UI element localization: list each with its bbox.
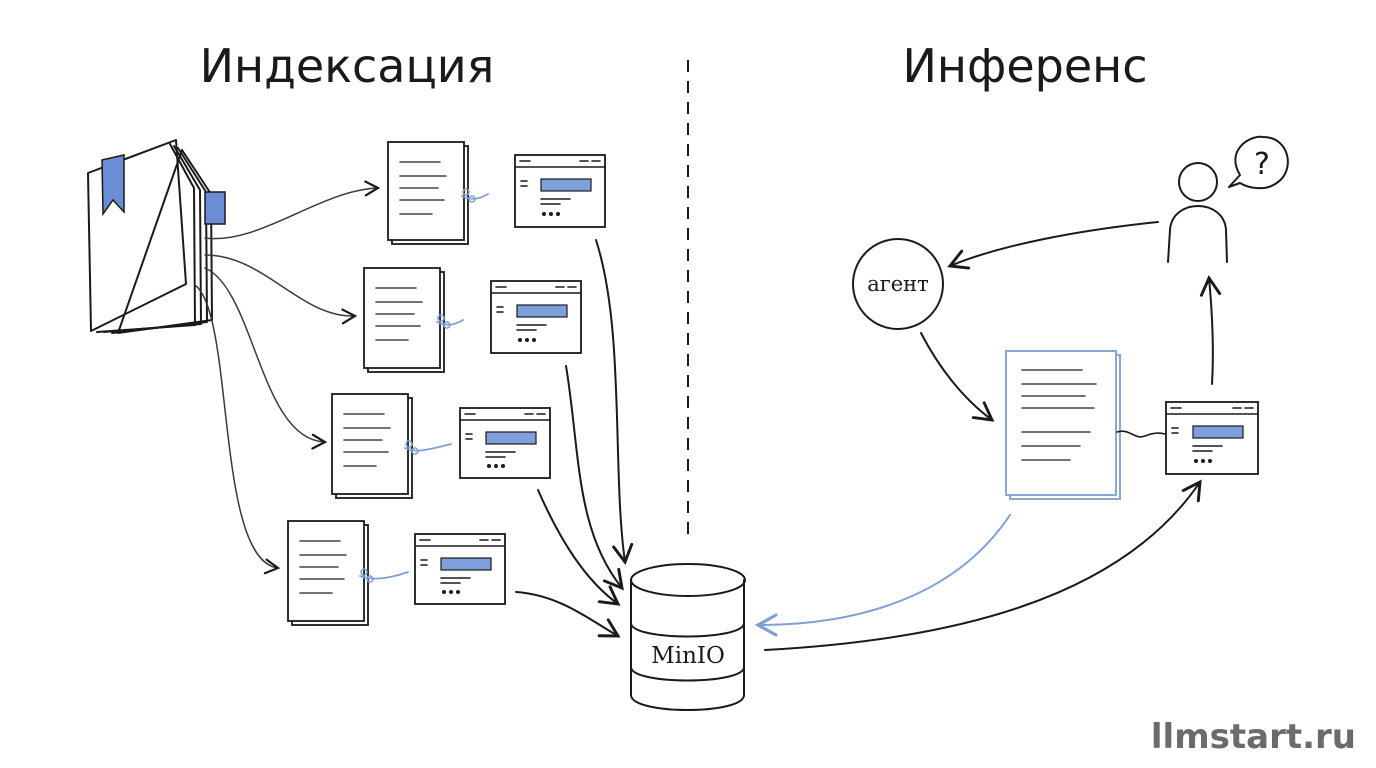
card-icon [514,154,606,228]
indexing-title: Индексация [200,39,495,93]
doc-card-link [1116,430,1166,438]
card-icon [490,280,582,354]
card-icon [1165,401,1259,475]
link-icon [404,440,452,455]
book-to-docs-arrows [194,180,381,575]
card-to-user-arrow [1199,274,1222,385]
database-icon: MinIO [630,563,746,711]
document-icon [387,141,469,245]
card-icon [414,533,506,605]
document-icon [331,393,413,499]
question-mark: ? [1254,147,1270,182]
link-icon [436,314,464,329]
doc-to-db-arrow [754,514,1011,637]
inference-title: Инференс [903,39,1148,93]
cards-to-db-arrows [515,239,634,638]
database-label: MinIO [651,643,725,669]
db-to-card-arrow [764,479,1202,651]
speech-bubble-icon: ? [1228,135,1289,190]
agent-label: агент [867,272,929,296]
chunk-pair [363,267,582,373]
chunk-pair [331,393,551,499]
agent-to-doc-arrow [920,332,995,422]
link-icon [359,568,409,583]
person-icon [1167,162,1228,263]
document-icon [363,267,445,373]
document-icon [1005,350,1121,500]
chunk-pair [287,520,506,626]
chunk-pair [387,141,606,245]
agent-node: агент [852,238,944,330]
user-to-agent-arrow [947,221,1159,270]
card-icon [459,407,551,479]
book-icon [87,139,226,334]
link-icon [461,188,489,203]
document-icon [287,520,369,626]
watermark: llmstart.ru [1151,717,1356,757]
